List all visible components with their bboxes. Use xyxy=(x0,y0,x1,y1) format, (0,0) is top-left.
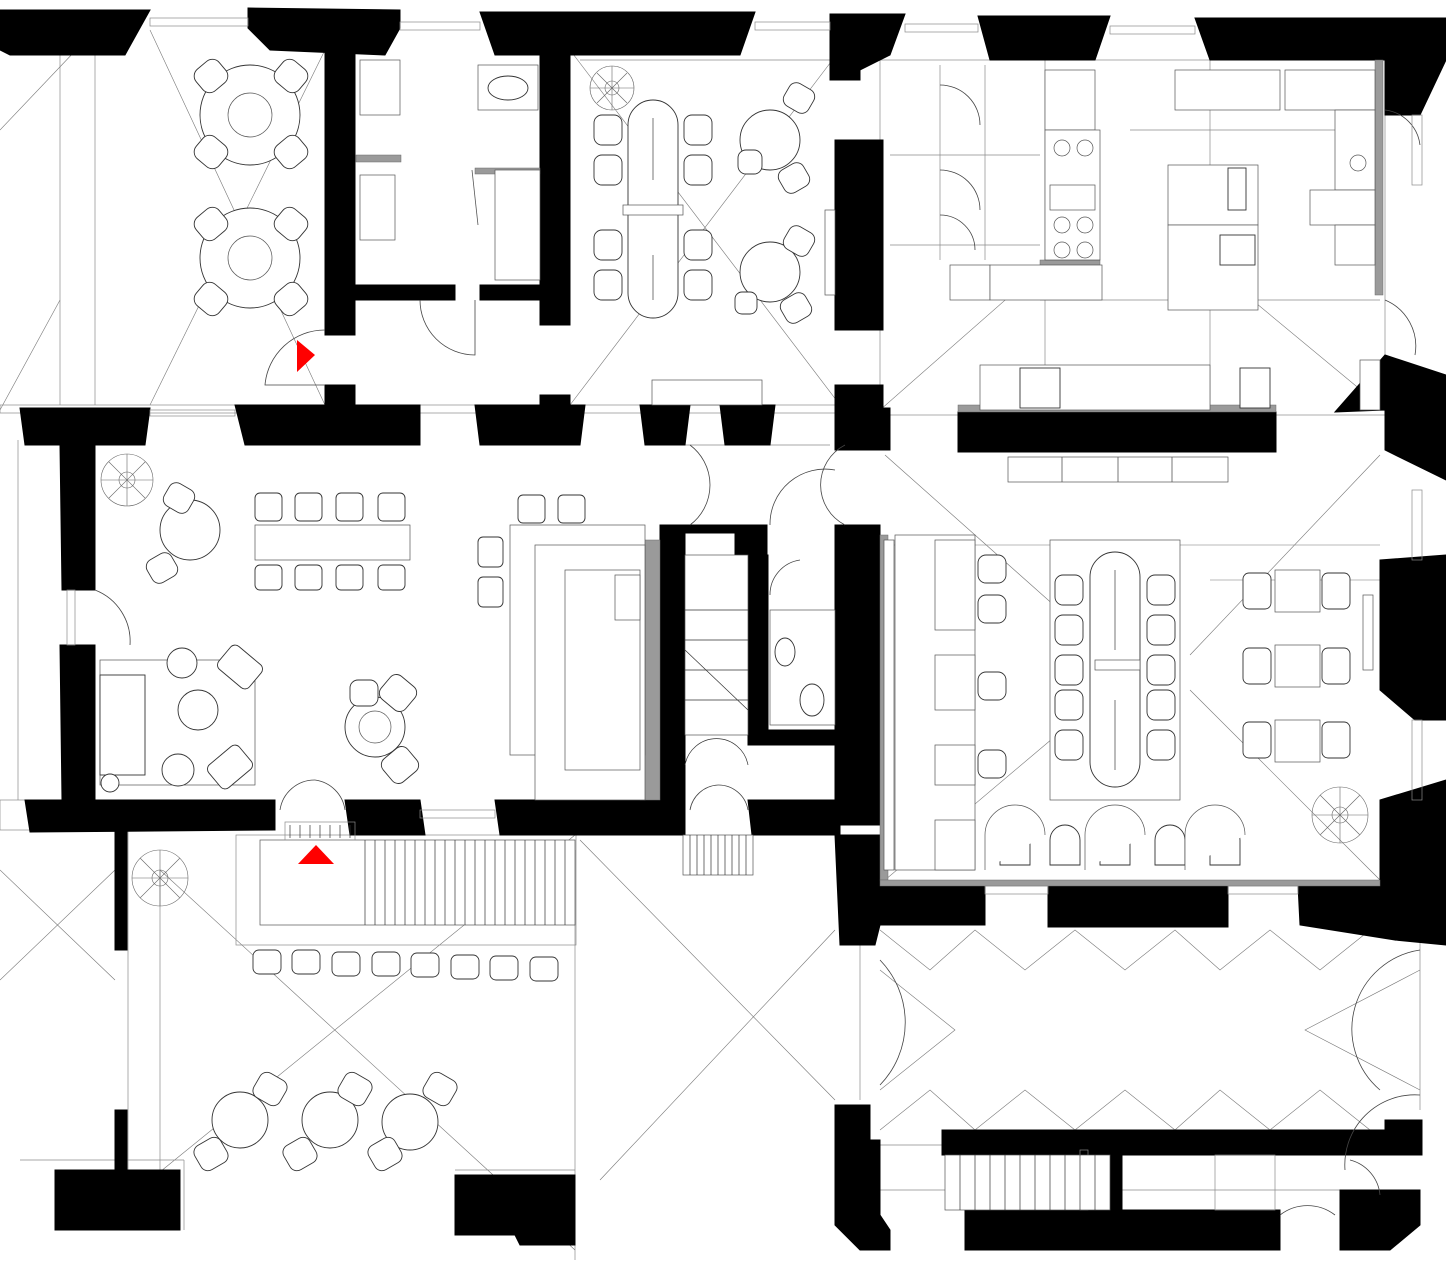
triangle-right-icon xyxy=(297,340,315,372)
plant-icon xyxy=(1311,786,1369,844)
kitchen-equipment xyxy=(949,69,1381,411)
plant-icon xyxy=(131,849,189,907)
dining-room-right xyxy=(883,456,1374,871)
plant-icon xyxy=(100,453,154,507)
terrace-steps xyxy=(364,840,566,925)
terrace xyxy=(193,821,576,1172)
lounge-furniture xyxy=(99,482,646,801)
lower-stair xyxy=(944,1154,1276,1211)
plant-icons xyxy=(100,65,1369,907)
dining-round-tables-top-left xyxy=(193,58,309,317)
windows xyxy=(66,17,1423,1211)
triangle-up-icon xyxy=(298,845,334,864)
door-swings xyxy=(94,84,1421,1216)
walls xyxy=(0,7,1446,1251)
meeting-table-top xyxy=(593,82,836,406)
stair-core xyxy=(682,554,836,876)
plant-icon xyxy=(589,65,635,111)
restroom-fixtures xyxy=(359,59,541,281)
entry-steps xyxy=(682,834,754,876)
